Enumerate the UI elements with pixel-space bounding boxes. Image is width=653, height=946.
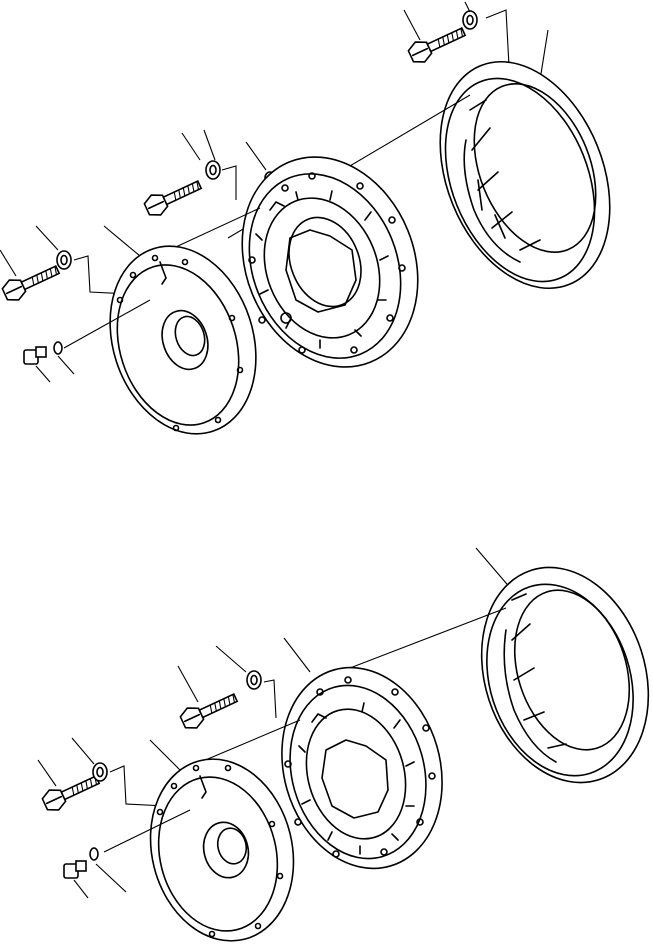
leader-line [539,29,549,81]
plug-upper [23,346,47,365]
leader-line [349,607,507,669]
gear-housing-upper [241,156,419,368]
leader-line [403,9,421,41]
o-ring-upper [53,341,63,355]
gear-housing-lower [281,666,443,870]
washer-lower-middle [246,670,262,690]
leader-line [103,809,191,853]
bearing-ring-upper [439,60,611,290]
leader-line [177,665,199,703]
bolt-lower-left [39,775,100,815]
leader-line [464,1,471,13]
leader-line [203,129,216,161]
leader-line [109,765,167,807]
bolt-top [405,27,466,67]
bearing-ring-lower [480,566,650,784]
leader-line [245,141,267,171]
leader-line [37,759,57,787]
leader-line [149,739,181,771]
leader-line [181,132,201,161]
plug-lower [63,860,87,879]
leader-line [73,255,131,295]
washer-top [462,10,478,30]
washer-lower-left [92,762,108,782]
upper-assembly [0,1,611,435]
leader-line [215,645,247,673]
lower-assembly [37,547,650,942]
leader-line [95,863,127,893]
o-ring-lower [89,847,99,861]
leader-line [103,225,141,257]
leader-line [283,637,311,673]
leader-line [57,355,75,375]
bolt-middle [141,180,202,220]
leader-line [195,719,301,765]
leader-line [35,365,51,383]
leader-line [73,879,89,899]
cover-plate-upper [109,245,257,435]
bolt-lower-middle [177,693,238,733]
leader-line [63,299,151,349]
leader-line [35,225,59,251]
cover-plate-lower [149,758,295,942]
leader-line [221,165,237,200]
leader-line [475,547,513,591]
leader-line [263,679,277,719]
washer-middle [205,160,221,180]
washer-left [56,250,72,270]
bolt-left [0,265,60,305]
leader-line [71,737,95,765]
leader-line [0,249,17,277]
